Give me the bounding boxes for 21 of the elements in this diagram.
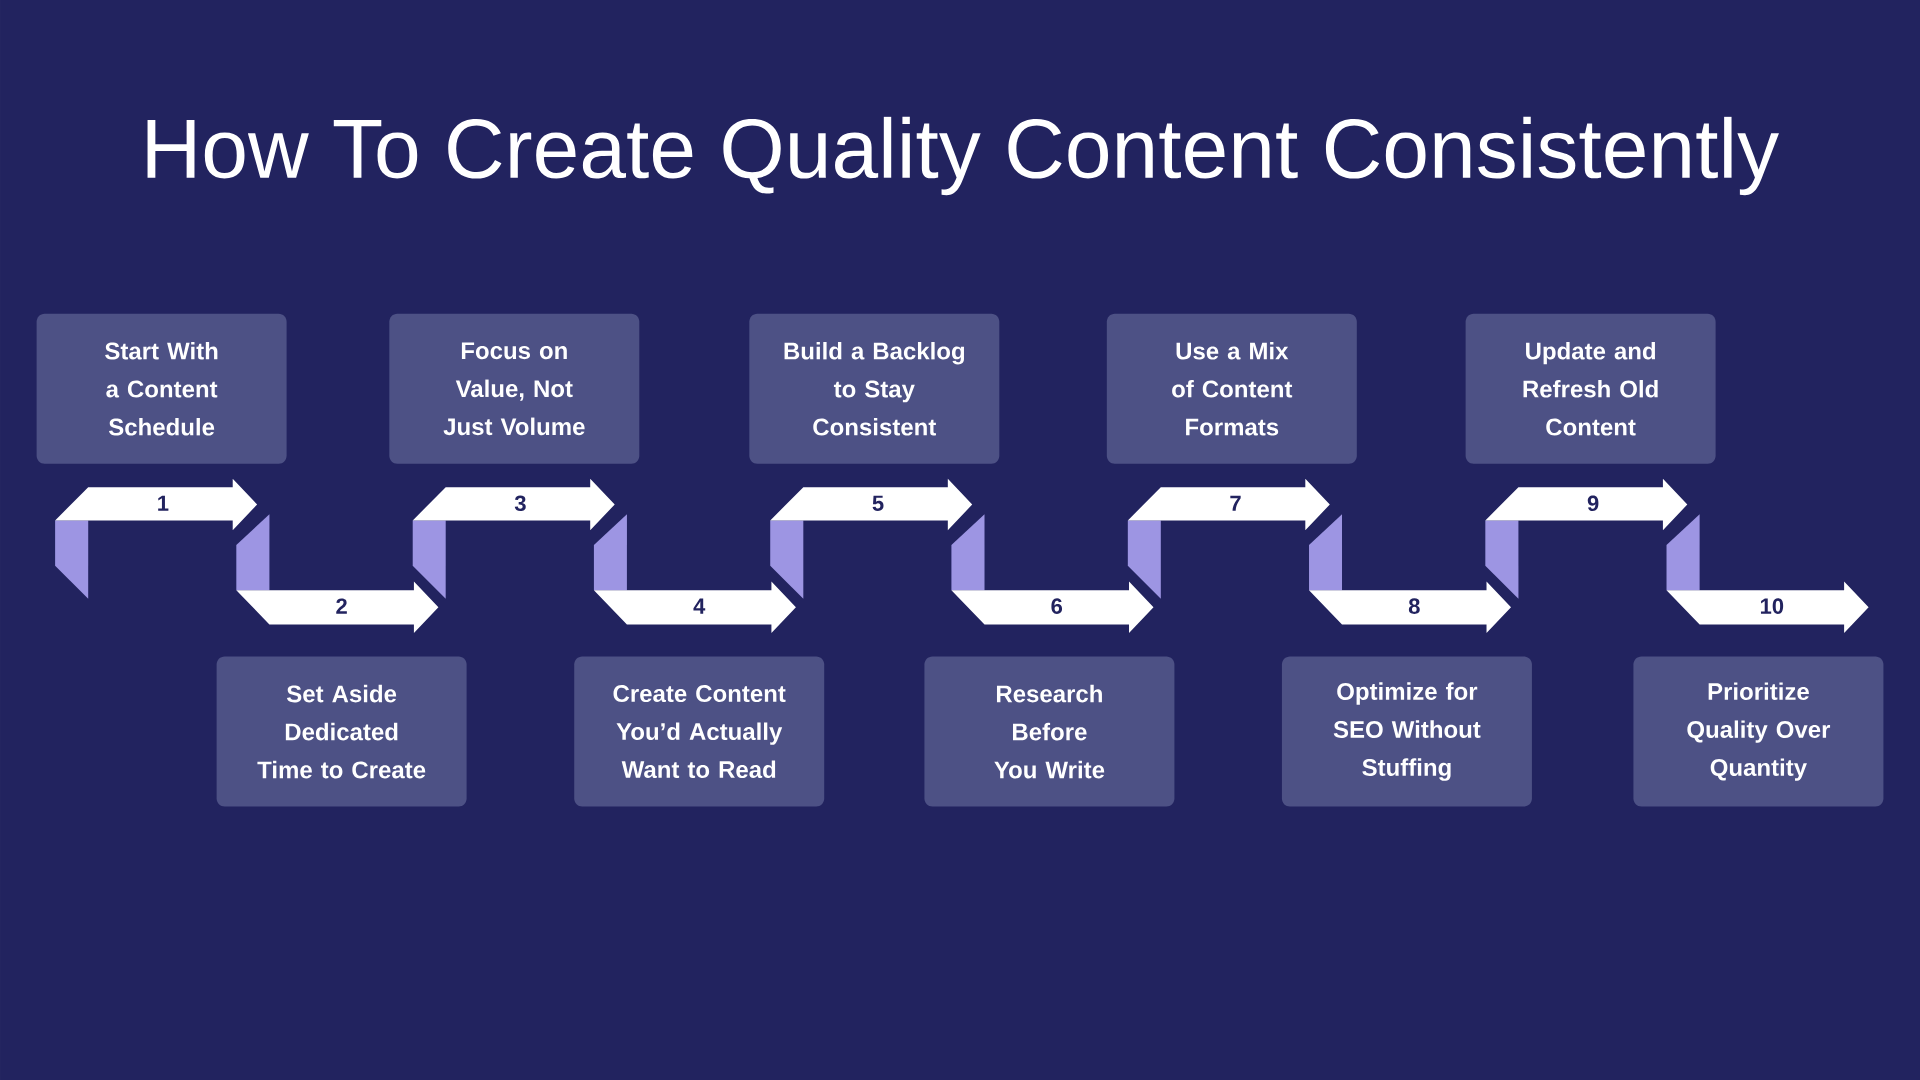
step-box: Start With a Content Schedule xyxy=(36,313,287,464)
step-number: 5 xyxy=(872,495,884,511)
step-number: 6 xyxy=(1051,598,1063,614)
step-number: 7 xyxy=(1230,495,1241,511)
step-box: Prioritize Quality Over Quantity xyxy=(1633,656,1884,807)
step-box: Use a Mix of Content Formats xyxy=(1106,313,1357,464)
step-box: Focus on Value, Not Just Volume xyxy=(389,313,640,464)
step-number: 1 xyxy=(158,495,169,511)
step-number: 10 xyxy=(1760,598,1784,614)
step-box: Research Before You Write xyxy=(924,656,1175,807)
step-number: 4 xyxy=(693,598,706,614)
step-number: 2 xyxy=(336,598,347,614)
step-number: 9 xyxy=(1587,495,1599,512)
step-number: 3 xyxy=(514,495,526,512)
step-number: 8 xyxy=(1408,598,1420,614)
title: How To Create Quality Content Consistently xyxy=(147,116,1779,196)
step-box: Set Aside Dedicated Time to Create xyxy=(216,656,467,807)
step-box: Build a Backlog to Stay Consistent xyxy=(749,313,1000,464)
step-box: Create Content You’d Actually Want to Read xyxy=(574,656,825,807)
step-box: Update and Refresh Old Content xyxy=(1465,313,1716,464)
step-box: Optimize for SEO Without Stuffing xyxy=(1281,656,1532,807)
